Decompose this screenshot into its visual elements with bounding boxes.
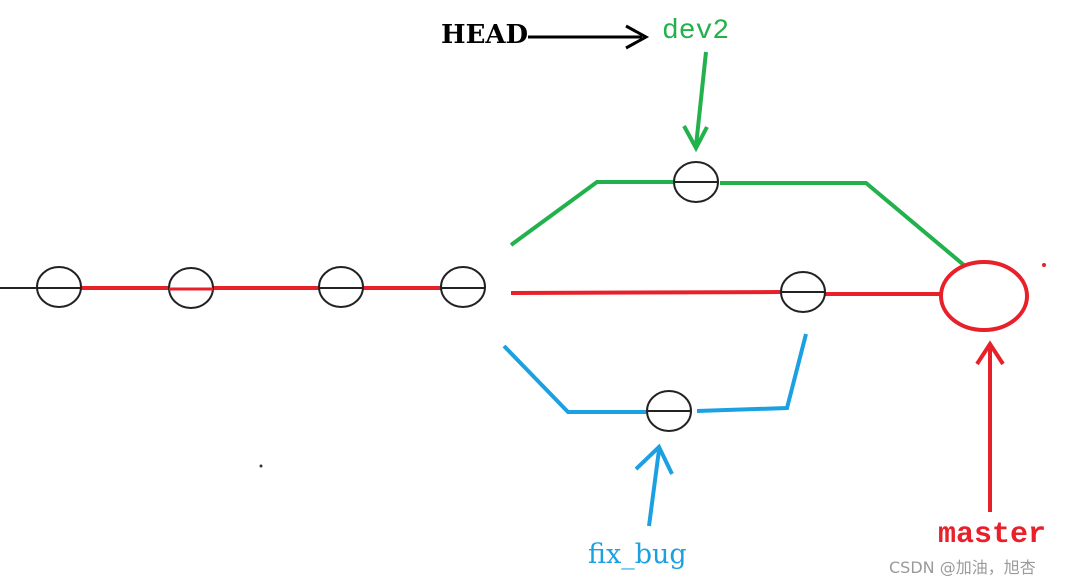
stray-mark xyxy=(1042,263,1046,267)
fix-bug-pointer-arrow-icon xyxy=(634,443,674,527)
dev2-merge-line xyxy=(720,181,967,268)
fix-bug-branch-line xyxy=(502,344,646,414)
fix-bug-commit-node xyxy=(646,390,692,432)
master-branch-label: master xyxy=(938,518,1047,552)
dev2-pointer-arrow-icon xyxy=(682,51,709,153)
commit-node-4 xyxy=(440,266,486,308)
head-arrow-icon xyxy=(528,24,650,50)
fix-bug-return-line xyxy=(696,333,808,413)
dev2-commit-node xyxy=(673,161,719,203)
stray-mark xyxy=(259,464,263,468)
commit-node-2 xyxy=(168,267,214,309)
dev2-branch-line xyxy=(509,180,673,247)
master-commit-node xyxy=(780,271,826,313)
master-branch-line xyxy=(510,290,781,295)
dev2-branch-label: dev2 xyxy=(662,16,730,47)
head-label: HEAD xyxy=(441,20,529,50)
fix-bug-branch-label: fix_bug xyxy=(588,539,687,570)
master-pointer-arrow-icon xyxy=(975,340,1005,512)
commit-node-1 xyxy=(36,266,82,308)
commit-node-3 xyxy=(318,266,364,308)
master-merge-commit-node xyxy=(939,260,1029,332)
watermark: CSDN @加油，旭杏 xyxy=(889,558,1036,577)
